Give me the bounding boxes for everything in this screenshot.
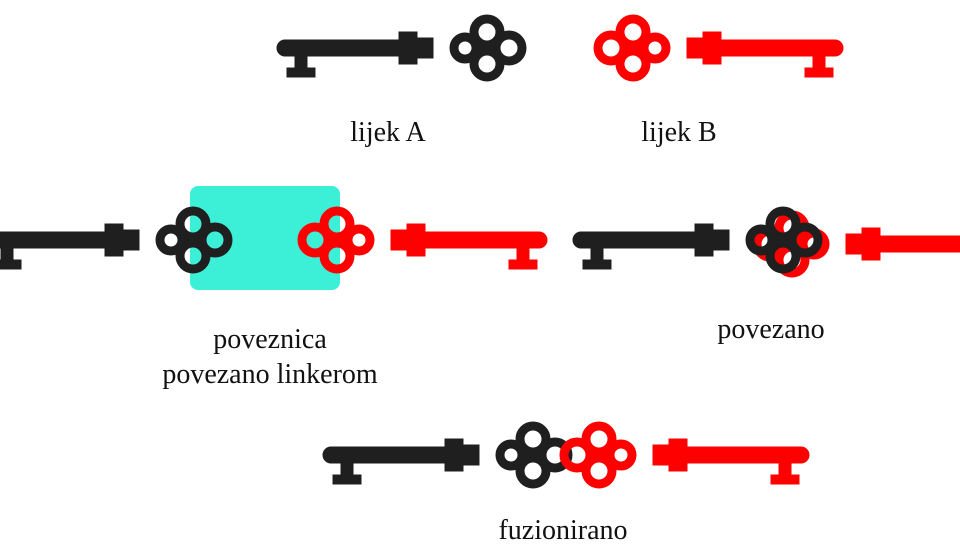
drug-b-key-icon (598, 19, 843, 77)
linker-box (190, 186, 340, 290)
drug-a-label: lijek A (350, 117, 426, 148)
conjugated-label: povezano (717, 314, 825, 345)
drug-b-key-icon (564, 426, 809, 484)
fused-label: fuzionirano (498, 515, 628, 546)
linker-label: poveznica (213, 324, 327, 355)
drug-b-label: lijek B (641, 117, 717, 148)
drug-a-key-icon (277, 19, 522, 77)
linked-label: povezano linkerom (162, 359, 378, 390)
drug-a-key-icon (323, 426, 568, 484)
